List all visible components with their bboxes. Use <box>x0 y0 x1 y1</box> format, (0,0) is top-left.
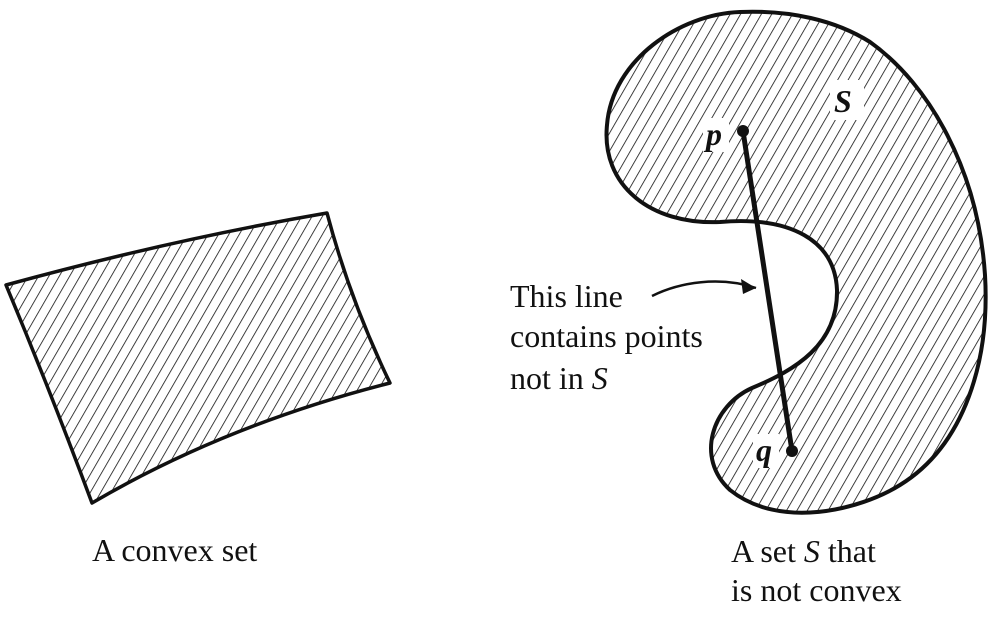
point-p-dot <box>737 125 749 137</box>
annotation-line-2: contains points <box>510 318 703 354</box>
convex-set-shape <box>4 211 392 505</box>
annotation-arrow <box>651 280 757 298</box>
nonconvex-caption-line-1: A set S that <box>731 533 876 569</box>
convex-set-group: A convex set <box>4 211 392 568</box>
p-label-backdrop <box>703 118 729 152</box>
annotation-line-1: This line <box>510 278 623 314</box>
nonconvex-caption-suffix: that <box>820 533 876 569</box>
nonconvex-set-group: S p q This line contains points not in S… <box>510 9 988 608</box>
point-p-label: p <box>703 116 722 152</box>
nonconvex-caption-prefix: A set <box>731 533 804 569</box>
q-label-backdrop <box>753 434 779 468</box>
point-q-dot <box>786 445 798 457</box>
segment-pq <box>740 128 795 454</box>
annotation-line-3-prefix: not in <box>510 360 592 396</box>
annotation-line-3-symbol: S <box>592 360 608 396</box>
nonconvex-caption-symbol: S <box>804 533 820 569</box>
set-s-label: S <box>834 83 852 119</box>
nonconvex-caption-line-2: is not convex <box>731 572 902 608</box>
s-label-backdrop <box>830 80 864 120</box>
annotation-arrowhead <box>741 279 756 294</box>
annotation-line-3: not in S <box>510 360 608 396</box>
nonconvex-set-shape <box>604 9 988 515</box>
point-q-label: q <box>756 432 772 468</box>
convex-set-caption: A convex set <box>92 532 257 568</box>
